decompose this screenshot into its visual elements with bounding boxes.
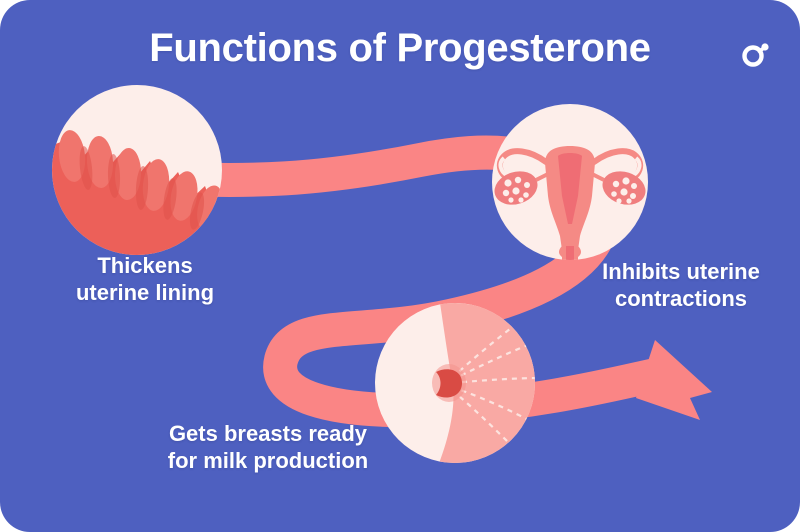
endometrium-villi-icon — [58, 130, 222, 231]
fimbriae-left-icon — [498, 156, 510, 178]
ribbon-arrowhead — [636, 340, 712, 420]
caption-gets-breasts-ready: Gets breasts ready for milk production — [167, 421, 369, 473]
caption-inhibits-uterine-contractions: Inhibits uterine contractions — [602, 259, 760, 311]
ovary-left-icon — [494, 171, 538, 205]
endometrium-villi-shadow — [79, 146, 205, 230]
ovarian-ligament-left-icon — [535, 172, 549, 182]
vaginal-canal-icon — [566, 246, 574, 260]
caption-thickens-uterine-lining: Thickens uterine lining — [75, 253, 215, 305]
page-title: Functions of Progesterone — [149, 26, 651, 70]
breast-body-icon — [438, 303, 535, 463]
ribbon-segment-b — [263, 180, 621, 428]
nipple-icon — [436, 369, 462, 398]
uterus-cavity-icon — [558, 153, 582, 224]
ovarian-ligament-right-icon — [591, 172, 605, 182]
fimbriae-right-icon — [630, 156, 642, 178]
progesterone-molecule-icon — [742, 43, 769, 67]
ovary-right-icon — [602, 171, 646, 205]
